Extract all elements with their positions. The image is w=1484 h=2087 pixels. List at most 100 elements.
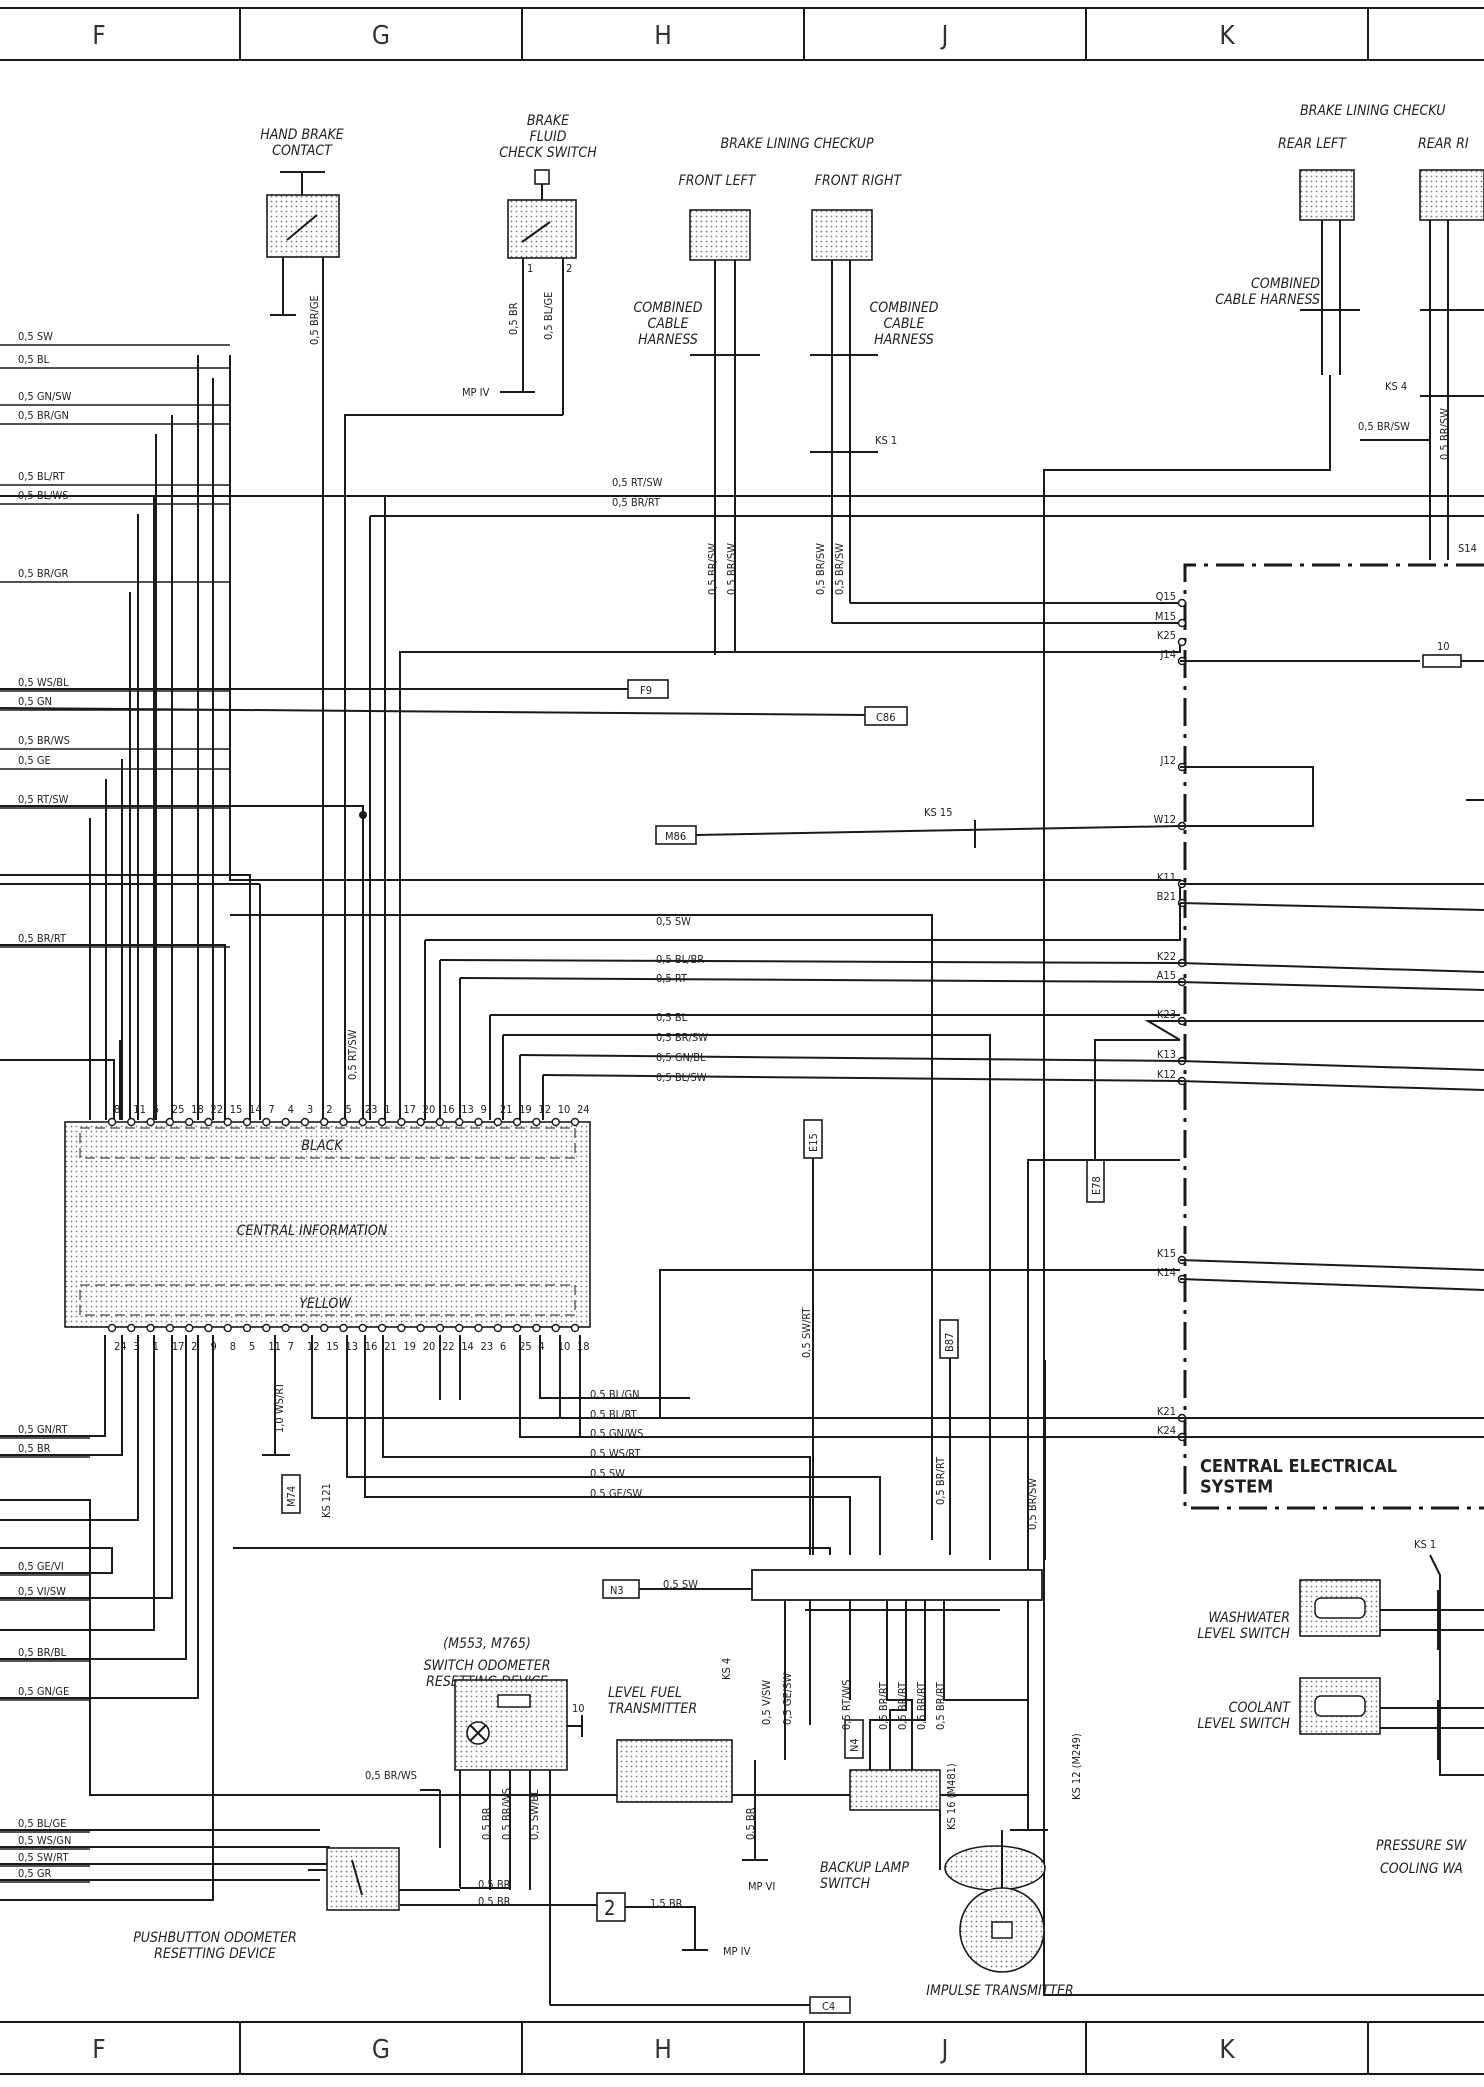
- e15-label: E15: [807, 1133, 820, 1152]
- module-pin: 4: [532, 1323, 545, 1353]
- ks16-label: KS 16 (M481): [945, 1763, 958, 1830]
- svg-text:23: 23: [481, 1340, 494, 1353]
- svg-text:25: 25: [172, 1103, 185, 1116]
- ces-pin: J12: [1159, 754, 1187, 772]
- svg-text:14: 14: [461, 1340, 474, 1353]
- svg-text:25: 25: [519, 1340, 532, 1353]
- svg-text:0,5 BL/RT: 0,5 BL/RT: [18, 470, 66, 483]
- wire-label: 0,5 BR: [478, 1895, 511, 1908]
- module-pin: 6: [493, 1323, 506, 1353]
- left-wire: 0,5 BL: [0, 353, 230, 369]
- grid-col-J-bottom: J: [940, 2035, 949, 2065]
- svg-text:J14: J14: [1159, 648, 1176, 661]
- svg-text:3: 3: [307, 1103, 313, 1116]
- b87-label: B87: [943, 1333, 956, 1352]
- n3-label: N3: [610, 1584, 624, 1597]
- svg-text:K22: K22: [1157, 950, 1176, 963]
- module-pin: 1: [377, 1103, 390, 1127]
- front-right-label: FRONT RIGHT: [815, 173, 903, 189]
- lower-left: M74 KS 121: [0, 1159, 1180, 1901]
- ks1-bottom-label: KS 1: [1414, 1538, 1436, 1551]
- wire-label: 0,5 SW: [656, 915, 691, 928]
- svg-text:0,5 BR: 0,5 BR: [18, 1442, 51, 1455]
- wire-label: 0,5 BR: [478, 1878, 511, 1891]
- grid-col-G-bottom: G: [372, 2035, 390, 2065]
- svg-text:0,5 GN: 0,5 GN: [18, 695, 52, 708]
- svg-text:13: 13: [346, 1340, 359, 1353]
- c4-label: C4: [822, 2000, 835, 2013]
- module-pin: 8: [223, 1323, 236, 1353]
- central-electrical-system: Q15M15K25J14J12W12K11B21K22A15K23K13K12K…: [1086, 563, 1484, 1510]
- left-wire: 0,5 GR: [0, 1867, 90, 1883]
- svg-text:0,5 GE/VI: 0,5 GE/VI: [18, 1560, 64, 1573]
- module-pin: 11: [262, 1323, 281, 1353]
- module-pin: 18: [184, 1103, 204, 1127]
- left-wire: 0,5 WS/BL: [0, 676, 230, 692]
- svg-text:2: 2: [566, 262, 572, 275]
- svg-text:22: 22: [210, 1103, 223, 1116]
- svg-text:15: 15: [230, 1103, 243, 1116]
- svg-text:M15: M15: [1155, 610, 1176, 623]
- pressure-sw-label: PRESSURE SW: [1376, 1838, 1467, 1854]
- svg-text:0,5 BL: 0,5 BL: [18, 353, 50, 366]
- svg-text:0,5 BR/WS: 0,5 BR/WS: [18, 734, 70, 747]
- wire-label-vertical: 0,5 BR/SW: [833, 543, 846, 595]
- svg-text:17: 17: [172, 1340, 185, 1353]
- ces-pin: K24: [1157, 1424, 1187, 1442]
- grid-col-F-bottom: F: [92, 2035, 105, 2065]
- module-pin: 13: [455, 1103, 474, 1127]
- wire-label: 0,5 SW: [663, 1578, 698, 1591]
- svg-text:0,5 BL/GE: 0,5 BL/GE: [18, 1817, 66, 1830]
- module-pin: 22: [204, 1103, 223, 1127]
- wire-label-vertical: 0,5 BR/RT: [915, 1681, 928, 1730]
- left-wire: 0,5 RT/SW: [0, 793, 230, 809]
- module-pin: 3: [300, 1103, 313, 1127]
- svg-text:20: 20: [423, 1340, 436, 1353]
- svg-text:4: 4: [288, 1103, 294, 1116]
- module-pin: 6: [146, 1103, 159, 1127]
- left-wire: 0,5 BR/RT: [0, 932, 230, 948]
- module-pin: 5: [242, 1323, 255, 1353]
- svg-text:22: 22: [442, 1340, 455, 1353]
- svg-text:1: 1: [153, 1340, 159, 1353]
- grid-frame: FFGGHHJJKKLL: [0, 7, 1484, 2075]
- svg-text:0,5 GN/GE: 0,5 GN/GE: [18, 1685, 69, 1698]
- svg-text:0,5 GN/RT: 0,5 GN/RT: [18, 1423, 68, 1436]
- module-pin: 21: [377, 1323, 397, 1353]
- wire-label: 0,5 GE/SW: [590, 1487, 642, 1500]
- ces-pin: K25: [1157, 629, 1187, 647]
- wire-label: 0,5 BL/RT: [590, 1408, 638, 1421]
- brake-lining-rear: BRAKE LINING CHECKU REAR LEFT REAR RI CO…: [0, 103, 1484, 1996]
- impulse-transmitter: IMPULSE TRANSMITTER: [926, 1830, 1074, 1999]
- svg-text:12: 12: [538, 1103, 551, 1116]
- left-wire: 0,5 BR: [0, 1442, 90, 1458]
- wire-label: 0,5 SW: [590, 1467, 625, 1480]
- ks1-label: KS 1: [875, 434, 897, 447]
- svg-text:K25: K25: [1157, 629, 1176, 642]
- wire-label-vertical: 0,5 BR: [480, 1807, 493, 1840]
- svg-text:16: 16: [442, 1103, 455, 1116]
- module-pin: 20: [416, 1103, 435, 1127]
- wire-label: 0,5 RT/SW: [612, 476, 663, 489]
- wire-label-vertical: 0,5 BR/SW: [706, 543, 719, 595]
- ces-pin: B21: [1157, 890, 1187, 908]
- module-pin: 25: [165, 1103, 185, 1127]
- svg-text:18: 18: [191, 1103, 204, 1116]
- ces-pin: Q15: [1156, 590, 1187, 608]
- module-pin: 13: [339, 1323, 359, 1353]
- module-pin: 14: [455, 1323, 474, 1353]
- grid-col-H-bottom: H: [654, 2035, 672, 2065]
- svg-text:24: 24: [114, 1340, 127, 1353]
- svg-text:A15: A15: [1157, 969, 1176, 982]
- svg-text:14: 14: [249, 1103, 262, 1116]
- ks4-bottom-label: KS 4: [720, 1658, 733, 1680]
- svg-text:K11: K11: [1157, 871, 1176, 884]
- ks12-label: KS 12 (M249): [1070, 1733, 1083, 1800]
